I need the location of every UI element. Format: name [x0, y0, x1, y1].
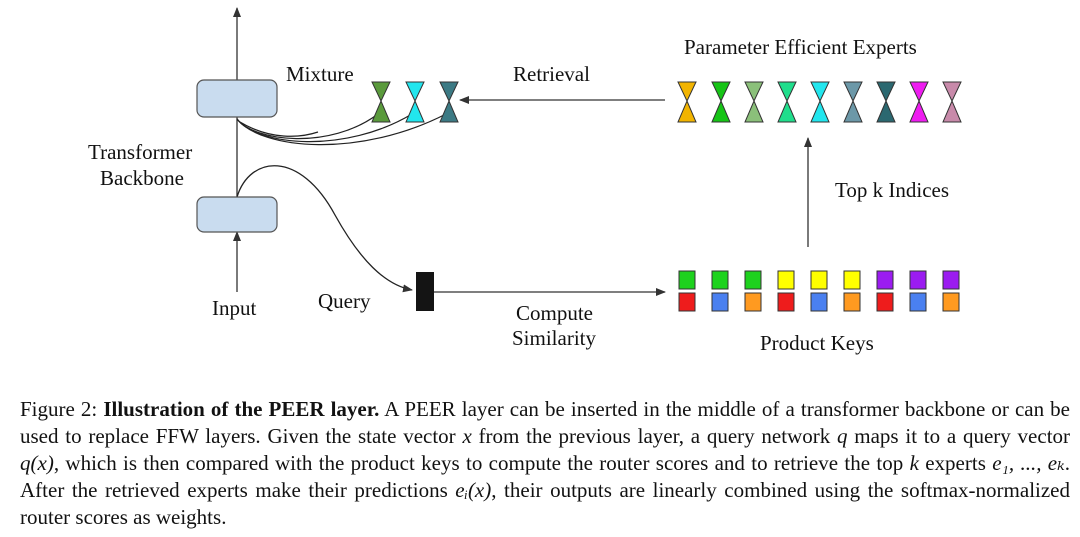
backbone-label: Backbone [100, 166, 184, 190]
query-network [416, 272, 434, 311]
product-key-top [942, 270, 960, 290]
transformer-block-lower [196, 196, 278, 233]
product-key-bottom [909, 292, 927, 312]
product-key-bottom [711, 292, 729, 312]
caption-math: eᵢ(x) [455, 478, 492, 502]
caption-figure-label: Figure 2: [20, 397, 98, 421]
caption-text: , which is then compared with the produc… [53, 451, 904, 475]
caption-math: q [837, 424, 848, 448]
compute-label: Compute [516, 301, 593, 325]
product-key-top [678, 270, 696, 290]
caption-text: maps it to a query vector [854, 424, 1071, 448]
mixture-experts [371, 81, 459, 123]
product-key-top [711, 270, 729, 290]
caption-text: , their outputs are linearly combined us… [20, 478, 1071, 529]
product-keys-label: Product Keys [760, 331, 874, 355]
mixture-curves [236, 113, 447, 146]
figure-caption: Figure 2: Illustration of the PEER layer… [20, 396, 1070, 531]
caption-math: e₁, ..., eₖ [992, 451, 1065, 475]
caption-text: from the previous layer, a query network [478, 424, 831, 448]
product-key-bottom [876, 292, 894, 312]
peer-diagram: Mixture Retrieval Parameter Efficient Ex… [88, 7, 962, 355]
expert [876, 81, 896, 123]
expert [942, 81, 962, 123]
product-keys [678, 270, 960, 312]
mixture-label: Mixture [286, 62, 354, 86]
product-key-bottom [843, 292, 861, 312]
retrieval-label: Retrieval [513, 62, 590, 86]
caption-math: x [462, 424, 472, 448]
product-key-top [909, 270, 927, 290]
mixture-expert [439, 81, 459, 123]
input-label: Input [212, 296, 256, 320]
caption-math: k [909, 451, 919, 475]
product-key-top [744, 270, 762, 290]
expert-pool [677, 81, 962, 123]
product-key-bottom [678, 292, 696, 312]
product-key-top [876, 270, 894, 290]
caption-text: . After the retrieved experts make their… [20, 451, 1071, 502]
mixture-expert [405, 81, 425, 123]
query-curve [236, 165, 413, 293]
caption-text: A PEER layer can be inserted in the midd… [20, 397, 1070, 448]
expert [810, 81, 830, 123]
expert [744, 81, 764, 123]
query-label: Query [318, 289, 371, 313]
caption-text: experts [925, 451, 986, 475]
product-key-top [777, 270, 795, 290]
transformer-label: Transformer [88, 140, 192, 164]
product-key-top [810, 270, 828, 290]
transformer-block-upper [196, 79, 278, 118]
expert [677, 81, 697, 123]
product-key-top [843, 270, 861, 290]
product-key-bottom [810, 292, 828, 312]
caption-title: Illustration of the PEER layer. [103, 397, 380, 421]
expert [909, 81, 929, 123]
product-key-bottom [744, 292, 762, 312]
top-k-label: Top k Indices [835, 178, 949, 202]
caption-math: q(x) [20, 451, 54, 475]
experts-title: Parameter Efficient Experts [684, 35, 917, 59]
expert [843, 81, 863, 123]
product-key-bottom [777, 292, 795, 312]
mixture-expert [371, 81, 391, 123]
product-key-bottom [942, 292, 960, 312]
similarity-label: Similarity [512, 326, 597, 350]
expert [777, 81, 797, 123]
expert [711, 81, 731, 123]
